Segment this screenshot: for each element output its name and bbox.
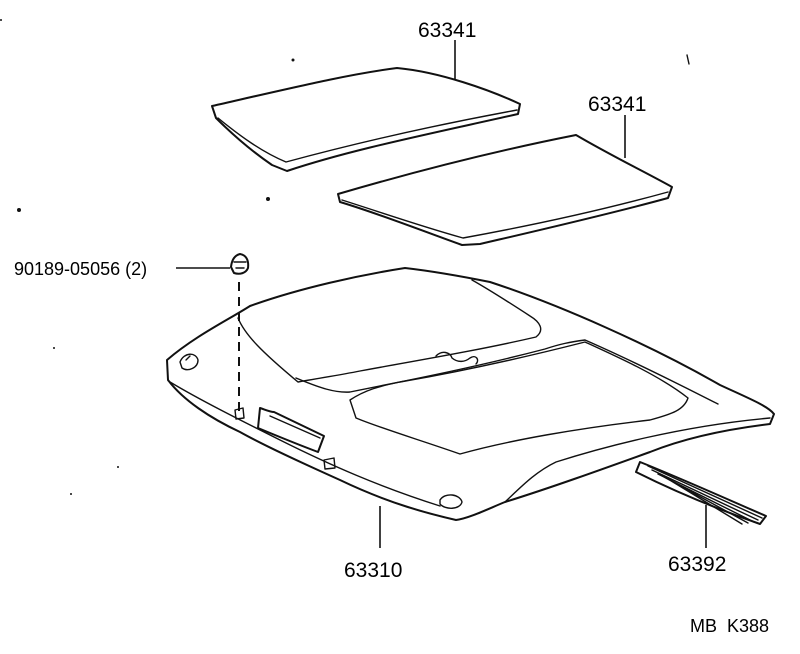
headliner-panel (166, 267, 775, 521)
label-glass-lower: 63341 (588, 93, 646, 116)
glass-panel-lower (337, 134, 673, 246)
scan-specks (0, 19, 690, 495)
label-headliner: 63310 (344, 559, 402, 582)
glass-panel-upper (211, 67, 521, 172)
label-fastener: 90189-05056 (2) (14, 259, 147, 279)
leader-lines (176, 40, 707, 548)
label-weatherstrip: 63392 (668, 553, 726, 576)
clip-fastener-icon (230, 253, 250, 412)
label-glass-upper: 63341 (418, 19, 476, 42)
footer-code: MB K388 (690, 616, 769, 636)
weatherstrip-part (635, 461, 767, 525)
